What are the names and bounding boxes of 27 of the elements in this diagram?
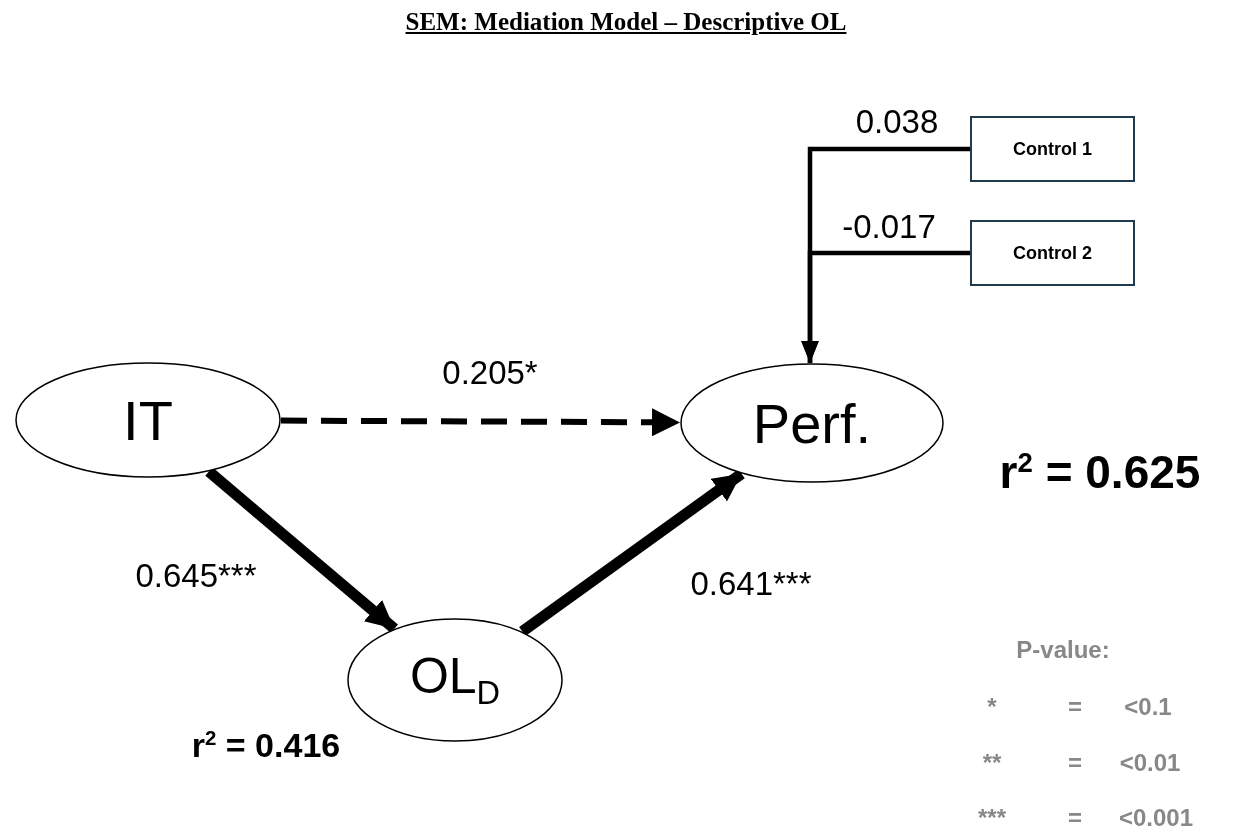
legend-text: =: [1068, 806, 1082, 830]
r-squared-value: r$^{2}$ = 0.625: [999, 448, 1201, 496]
control-box: [970, 220, 1135, 286]
legend-text: =: [1068, 751, 1082, 775]
node-label: IT: [123, 387, 173, 453]
node-label: Control 1: [1013, 138, 1092, 160]
arrow: [280, 408, 680, 437]
legend-title: P-value:: [1016, 638, 1110, 662]
r-squared-value: r$^{2}$ = 0.416: [191, 727, 341, 763]
arrow: [205, 467, 398, 633]
construct-ellipse: [680, 363, 944, 483]
legend-text: *: [987, 695, 997, 719]
legend-text: =: [1068, 695, 1082, 719]
title: SEM: Mediation Model – Descriptive OL: [405, 8, 847, 35]
construct-ellipse: [347, 618, 563, 742]
arrow: [519, 469, 745, 636]
legend-text: <0.1: [1124, 695, 1172, 719]
construct-ellipse: [15, 362, 281, 478]
legend-text: <0.001: [1118, 806, 1194, 830]
node-label: Control 2: [1013, 242, 1092, 264]
control-box: [970, 116, 1135, 182]
legend-text: ***: [978, 806, 1006, 830]
arrow: [801, 250, 970, 363]
legend-text: <0.01: [1119, 751, 1181, 775]
legend-text: **: [982, 751, 1002, 775]
node-label: OL$_{D}$: [409, 647, 501, 713]
node-label: Perf.: [752, 390, 872, 456]
